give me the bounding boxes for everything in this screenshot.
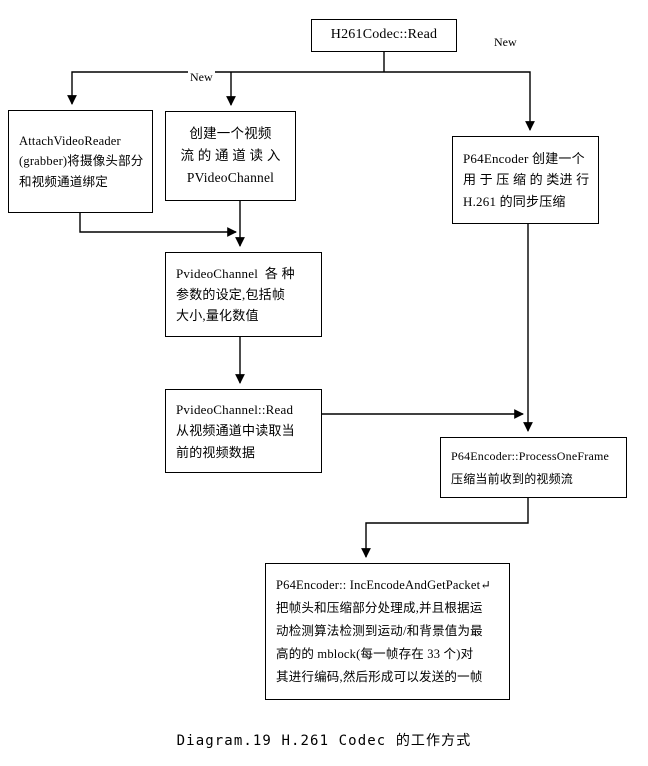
- node-pvideochannel-read[interactable]: PvideoChannel::Read 从视频通道中读取当 前的视频数据: [165, 389, 322, 473]
- node-h261codec-read[interactable]: H261Codec::Read: [311, 19, 457, 52]
- node-text-line: 压缩当前收到的视频流: [451, 471, 574, 486]
- node-attachvideoreader[interactable]: AttachVideoReader (grabber)将摄像头部分 和视频通道绑…: [8, 110, 153, 213]
- node-text-line: 创建一个视频: [189, 126, 272, 142]
- node-text-line: 前的视频数据: [176, 444, 256, 460]
- node-text-line: 其进行编码,然后形成可以发送的一帧: [276, 670, 483, 685]
- node-text-line: 动检测算法检测到运动/和背景值为最: [276, 623, 483, 638]
- node-text-line: H261Codec::Read: [330, 27, 438, 43]
- node-text-line: P64Encoder:: IncEncodeAndGetPacket↵: [276, 577, 491, 592]
- node-text-line: 把帧头和压缩部分处理成,并且根据运: [276, 600, 483, 615]
- edge-label-new-left: New: [188, 70, 215, 85]
- edge-root-bus: [71, 71, 531, 80]
- node-text-line: (grabber)将摄像头部分: [19, 154, 144, 169]
- edge-label-new-right: New: [492, 35, 519, 50]
- node-pvideochannel-params[interactable]: PvideoChannel 各 种 参数的设定,包括帧 大小,量化数值: [165, 252, 322, 337]
- node-text-line: 大小,量化数值: [176, 308, 259, 324]
- node-text-line: 用 于 压 缩 的 类进 行: [463, 172, 590, 188]
- node-text-line: 参数的设定,包括帧: [176, 286, 286, 302]
- node-text-line: P64Encoder 创建一个: [463, 151, 585, 167]
- edge-pof-to-incenc: [361, 498, 529, 558]
- node-text-line: 和视频通道绑定: [19, 174, 108, 189]
- node-text-line: 流 的 通 道 读 入: [180, 148, 281, 164]
- node-create-video-stream-channel[interactable]: 创建一个视频 流 的 通 道 读 入 PVideoChannel: [165, 111, 296, 201]
- node-text-line: AttachVideoReader: [19, 134, 121, 149]
- node-p64encoder-incencodeandgetpacket[interactable]: P64Encoder:: IncEncodeAndGetPacket↵ 把帧头和…: [265, 563, 510, 700]
- diagram-caption: Diagram.19 H.261 Codec 的工作方式: [176, 733, 472, 749]
- node-p64encoder-processoneframe[interactable]: P64Encoder::ProcessOneFrame 压缩当前收到的视频流: [440, 437, 627, 498]
- node-text-line: 从视频通道中读取当: [176, 423, 295, 439]
- node-p64encoder-create[interactable]: P64Encoder 创建一个 用 于 压 缩 的 类进 行 H.261 的同步…: [452, 136, 599, 224]
- edge-attach-to-params: [79, 213, 237, 237]
- node-text-line: 高的的 mblock(每一帧存在 33 个)对: [276, 647, 474, 662]
- node-text-line: PvideoChannel::Read: [176, 402, 294, 418]
- node-text-line: H.261 的同步压缩: [463, 193, 566, 209]
- node-text-line: P64Encoder::ProcessOneFrame: [451, 448, 610, 463]
- node-text-line: PVideoChannel: [186, 169, 275, 185]
- node-text-line: PvideoChannel 各 种: [176, 265, 295, 281]
